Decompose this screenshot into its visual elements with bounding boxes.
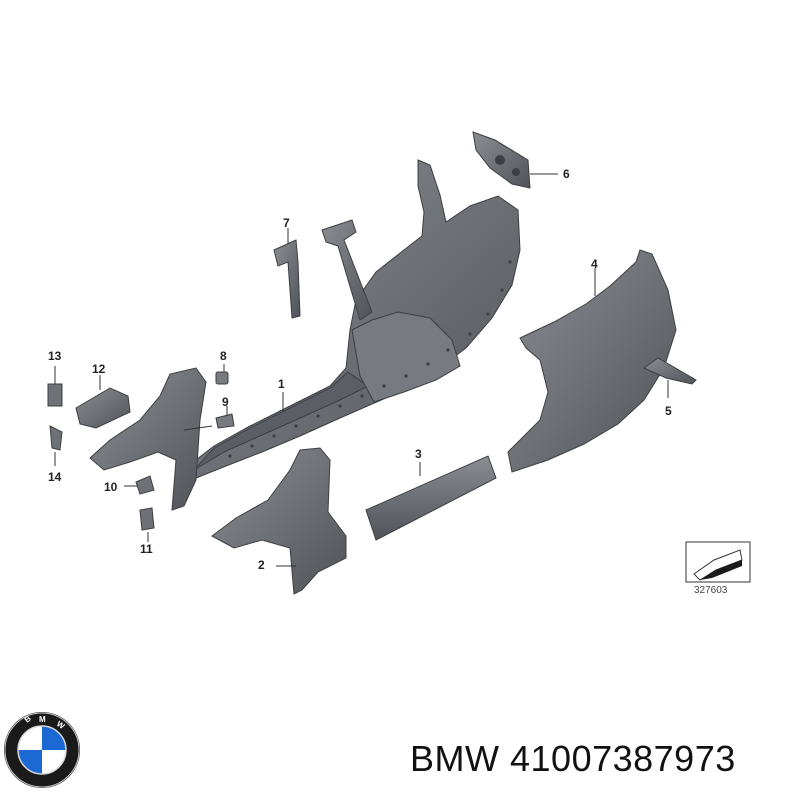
orientation-icon (685, 541, 751, 583)
part-12-box (75, 375, 131, 429)
callout-3: 3 (415, 447, 422, 461)
callout-1: 1 (278, 377, 285, 391)
callout-13: 13 (48, 349, 62, 363)
svg-text:M: M (39, 715, 46, 724)
part-1-side-frame (187, 159, 521, 479)
part-9-bracket (215, 406, 235, 429)
callout-5: 5 (665, 404, 672, 418)
part-13-plate (47, 366, 63, 407)
part-number-caption: BMW 41007387973 (410, 738, 736, 780)
part-10-bracket (124, 475, 155, 495)
part-4-quarter-panel (507, 249, 677, 473)
bmw-logo: B M W (4, 712, 80, 788)
part-number: 41007387973 (510, 738, 736, 779)
callout-14: 14 (48, 470, 62, 484)
callout-7: 7 (283, 216, 290, 230)
callout-6: 6 (563, 167, 570, 181)
callout-4: 4 (591, 257, 598, 271)
part-3-rocker-sill (365, 455, 497, 541)
diagram-reference-code: 327603 (694, 585, 728, 596)
part-6-reinforcement (472, 131, 558, 189)
part-2-front-pillar-section (211, 447, 347, 595)
callout-10: 10 (104, 480, 118, 494)
front-a-pillar-assembly (89, 367, 213, 511)
callout-2: 2 (258, 558, 265, 572)
callout-11: 11 (140, 542, 153, 556)
part-7-pillar-strip (273, 228, 301, 319)
brand-name: BMW (410, 738, 500, 779)
part-5-bracket (643, 357, 697, 398)
callout-9: 9 (222, 395, 229, 409)
callout-8: 8 (220, 349, 227, 363)
part-11-bracket (139, 507, 155, 542)
callout-12: 12 (92, 362, 106, 376)
svg-text:W: W (55, 719, 67, 731)
part-8-clip (215, 364, 229, 385)
part-14-clip (49, 425, 63, 466)
svg-text:B: B (23, 714, 33, 725)
